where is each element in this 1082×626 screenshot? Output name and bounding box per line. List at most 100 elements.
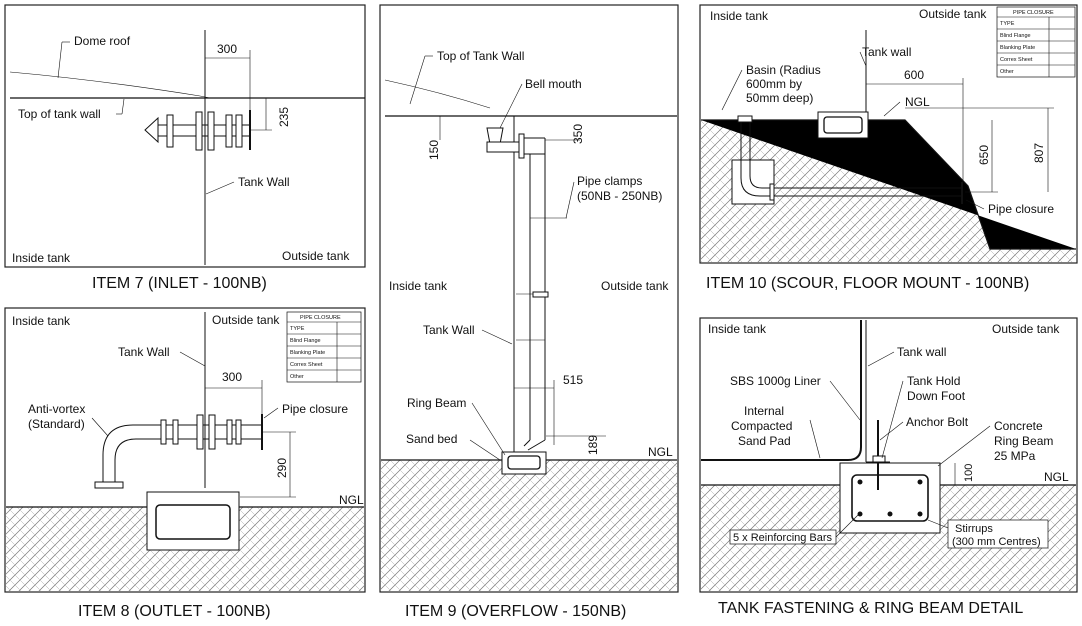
item8-table-row-3: Correx Sheet bbox=[290, 362, 323, 368]
item10-label-outside: Outside tank bbox=[919, 7, 987, 21]
detail-ring-beam bbox=[839, 462, 941, 534]
item8-panel: 300 290 Inside tank Outside tank Tank Wa… bbox=[4, 307, 366, 620]
item10-dim-600: 600 bbox=[904, 68, 924, 82]
item10-label-tank-wall: Tank wall bbox=[862, 45, 911, 59]
item7-label-outside: Outside tank bbox=[282, 249, 350, 263]
item10-ring-beam bbox=[817, 111, 869, 139]
item10-table-row-1: Blind Flange bbox=[1000, 33, 1031, 39]
detail-caption: TANK FASTENING & RING BEAM DETAIL bbox=[718, 600, 1023, 617]
item8-label-outside: Outside tank bbox=[212, 313, 280, 327]
detail-label-beam-2: Ring Beam bbox=[994, 434, 1053, 448]
detail-dim-100: 100 bbox=[963, 464, 975, 482]
item8-ring-beam bbox=[146, 491, 240, 551]
item9-pipe bbox=[486, 127, 567, 451]
item9-label-ring-beam: Ring Beam bbox=[407, 396, 466, 410]
item9-dim-150: 150 bbox=[427, 140, 441, 160]
item8-table-row-2: Blanking Plate bbox=[290, 350, 325, 356]
item8-label-ngl: NGL bbox=[339, 493, 364, 507]
item9-label-bell-mouth: Bell mouth bbox=[525, 77, 582, 91]
item7-dim-300: 300 bbox=[217, 42, 237, 56]
item8-label-tank-wall: Tank Wall bbox=[118, 345, 170, 359]
detail-liner bbox=[701, 320, 862, 461]
item7-label-inside: Inside tank bbox=[12, 251, 71, 265]
item8-dim-300: 300 bbox=[222, 370, 242, 384]
item9-label-ngl: NGL bbox=[648, 445, 673, 459]
item10-pipe-closure-table: PIPE CLOSURE TYPE Blind Flange Blanking … bbox=[996, 6, 1076, 78]
detail-label-bars: 5 x Reinforcing Bars bbox=[733, 532, 833, 544]
item10-label-basin: Basin (Radius bbox=[746, 63, 821, 77]
item9-frame bbox=[379, 4, 679, 593]
item10-frame bbox=[699, 4, 1078, 264]
item8-pipe bbox=[94, 414, 263, 489]
item10-pipe bbox=[731, 115, 963, 205]
detail-label-anchor: Anchor Bolt bbox=[906, 415, 969, 429]
item9-dim-515: 515 bbox=[563, 373, 583, 387]
item8-table-row-0: TYPE bbox=[290, 326, 305, 332]
detail-stirrup bbox=[851, 474, 929, 522]
item10-ground bbox=[701, 120, 1076, 262]
detail-label-stirrups: Stirrups bbox=[955, 523, 993, 535]
item8-pipe-closure-table: PIPE CLOSURE TYPE Blind Flange Blanking … bbox=[286, 311, 362, 383]
detail-panel: 100 Inside tank Outside tank Tank wall S… bbox=[699, 317, 1078, 617]
detail-label-outside: Outside tank bbox=[992, 322, 1060, 336]
item10-table-title: PIPE CLOSURE bbox=[1013, 10, 1054, 16]
item8-label-pipe-closure: Pipe closure bbox=[282, 402, 348, 416]
item9-label-pipe-clamps-2: (50NB - 250NB) bbox=[577, 189, 662, 203]
item9-label-tank-wall: Tank Wall bbox=[423, 323, 475, 337]
detail-label-tank-wall: Tank wall bbox=[897, 345, 946, 359]
item8-dim-290: 290 bbox=[275, 458, 289, 478]
item10-dim-650: 650 bbox=[977, 145, 991, 165]
item10-label-inside: Inside tank bbox=[710, 9, 769, 23]
detail-label-hold-1: Tank Hold bbox=[907, 374, 960, 388]
item7-pipe bbox=[144, 110, 251, 151]
item8-label-anti-vortex: Anti-vortex bbox=[28, 402, 85, 416]
item7-frame bbox=[4, 4, 366, 268]
item9-panel: 150 350 515 189 Top of Tank Wall Bell mo… bbox=[379, 4, 679, 620]
detail-label-sand-2: Compacted bbox=[731, 419, 792, 433]
item9-label-top-wall: Top of Tank Wall bbox=[437, 49, 524, 63]
detail-label-sand-3: Sand Pad bbox=[738, 434, 791, 448]
detail-label-beam-3: 25 MPa bbox=[994, 449, 1036, 463]
item8-label-anti-vortex-2: (Standard) bbox=[28, 417, 85, 431]
item10-label-basin-3: 50mm deep) bbox=[746, 91, 813, 105]
detail-label-inside: Inside tank bbox=[708, 322, 767, 336]
item9-dim-189: 189 bbox=[586, 435, 600, 455]
item8-table-row-4: Other bbox=[290, 374, 304, 380]
detail-label-sand-1: Internal bbox=[744, 404, 784, 418]
detail-label-ngl: NGL bbox=[1044, 470, 1069, 484]
item10-panel: 600 650 807 Inside tank Outside tank Tan… bbox=[699, 4, 1078, 292]
detail-label-beam-1: Concrete bbox=[994, 419, 1043, 433]
item9-label-inside: Inside tank bbox=[389, 279, 448, 293]
detail-label-stirrups-2: (300 mm Centres) bbox=[952, 536, 1041, 548]
item10-table-row-3: Correx Sheet bbox=[1000, 57, 1033, 63]
item9-label-outside: Outside tank bbox=[601, 279, 669, 293]
detail-frame bbox=[699, 317, 1078, 593]
item7-caption: ITEM 7 (INLET - 100NB) bbox=[92, 275, 267, 292]
item10-label-pipe-closure: Pipe closure bbox=[988, 202, 1054, 216]
item8-label-inside: Inside tank bbox=[12, 314, 71, 328]
item7-dim-235: 235 bbox=[277, 107, 291, 127]
detail-label-hold-2: Down Foot bbox=[907, 389, 966, 403]
item10-caption: ITEM 10 (SCOUR, FLOOR MOUNT - 100NB) bbox=[706, 275, 1029, 292]
item10-table-row-2: Blanking Plate bbox=[1000, 45, 1035, 51]
detail-label-liner: SBS 1000g Liner bbox=[730, 374, 821, 388]
item9-caption: ITEM 9 (OVERFLOW - 150NB) bbox=[405, 603, 626, 620]
item9-label-sand-bed: Sand bed bbox=[406, 432, 457, 446]
item10-label-ngl: NGL bbox=[905, 95, 930, 109]
item9-dim-350: 350 bbox=[571, 124, 585, 144]
item10-label-basin-2: 600mm by bbox=[746, 77, 802, 91]
item10-table-row-4: Other bbox=[1000, 69, 1014, 75]
item7-panel: 300 235 Dome roof Top of tank wall Tank … bbox=[4, 4, 366, 292]
item10-table-row-0: TYPE bbox=[1000, 21, 1015, 27]
item10-dim-807: 807 bbox=[1032, 143, 1046, 163]
item9-label-pipe-clamps: Pipe clamps bbox=[577, 174, 642, 188]
item8-table-row-1: Blind Flange bbox=[290, 338, 321, 344]
item9-ground bbox=[381, 460, 677, 591]
item8-frame bbox=[4, 307, 366, 593]
item7-label-tank-wall: Tank Wall bbox=[238, 175, 290, 189]
item8-table-title: PIPE CLOSURE bbox=[300, 315, 341, 321]
item7-label-top-wall: Top of tank wall bbox=[18, 107, 101, 121]
item8-caption: ITEM 8 (OUTLET - 100NB) bbox=[78, 603, 271, 620]
item7-dome-curve bbox=[9, 71, 211, 99]
